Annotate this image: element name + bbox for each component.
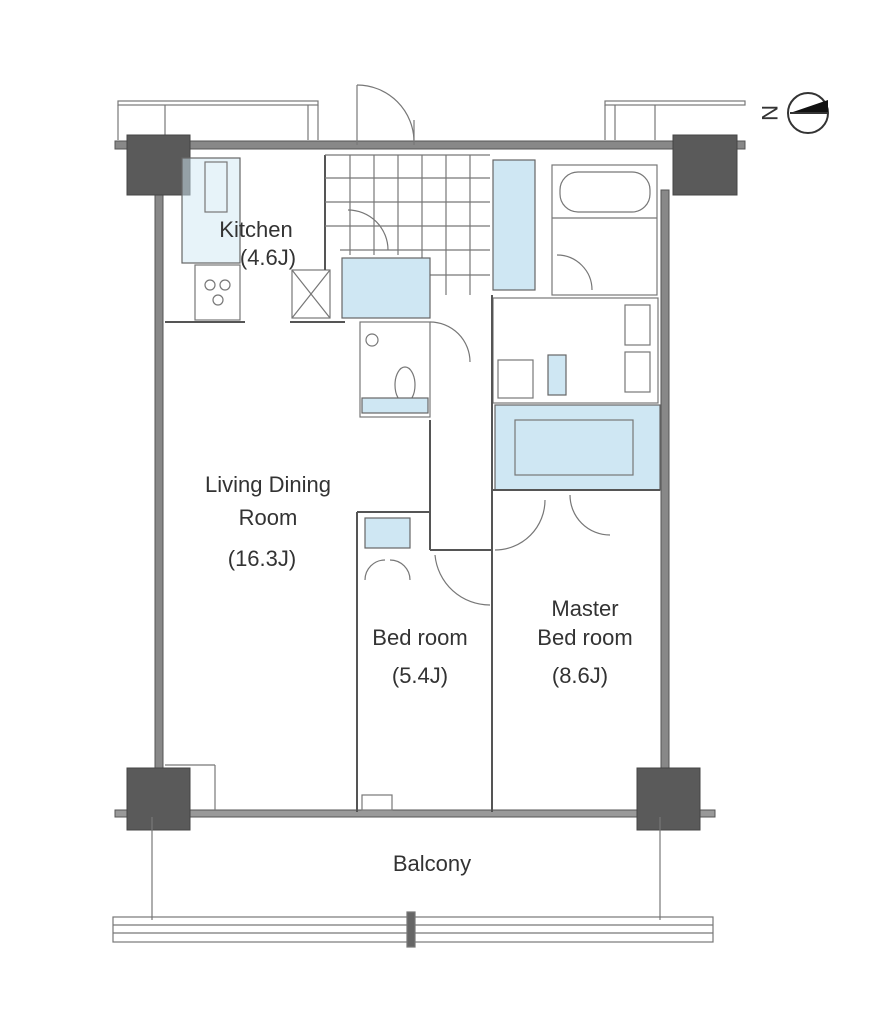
living-label-line2: Room <box>239 505 298 530</box>
top-railing-right <box>604 100 746 140</box>
master-size: (8.6J) <box>552 663 608 688</box>
kitchen-label: Kitchen <box>219 217 292 242</box>
bedroom-label: Bed room <box>372 625 467 650</box>
washroom <box>492 297 661 491</box>
structural-column <box>636 767 701 831</box>
storage-closet <box>492 159 536 291</box>
top-railing-left <box>117 100 319 140</box>
shoe-cabinet <box>341 257 431 319</box>
stove-icon <box>204 279 231 306</box>
entrance-door <box>356 84 415 145</box>
kitchen-size: (4.6J) <box>240 245 296 270</box>
master-label-line2: Bed room <box>537 625 632 650</box>
balcony-label: Balcony <box>393 851 471 876</box>
structural-column <box>126 767 191 831</box>
interior-walls <box>165 295 660 812</box>
kitchen-counter <box>165 155 345 323</box>
compass-letter: N <box>757 105 782 121</box>
bathroom <box>551 164 658 296</box>
balcony-railing <box>112 817 714 948</box>
structural-column <box>126 134 191 196</box>
master-label-line1: Master <box>551 596 618 621</box>
bedroom-size: (5.4J) <box>392 663 448 688</box>
structural-column <box>672 134 738 196</box>
living-size: (16.3J) <box>228 546 296 571</box>
living-label-line1: Living Dining <box>205 472 331 497</box>
walk-in-closet <box>494 404 661 491</box>
toilet-room <box>359 321 471 418</box>
north-compass-icon: N <box>757 92 829 134</box>
